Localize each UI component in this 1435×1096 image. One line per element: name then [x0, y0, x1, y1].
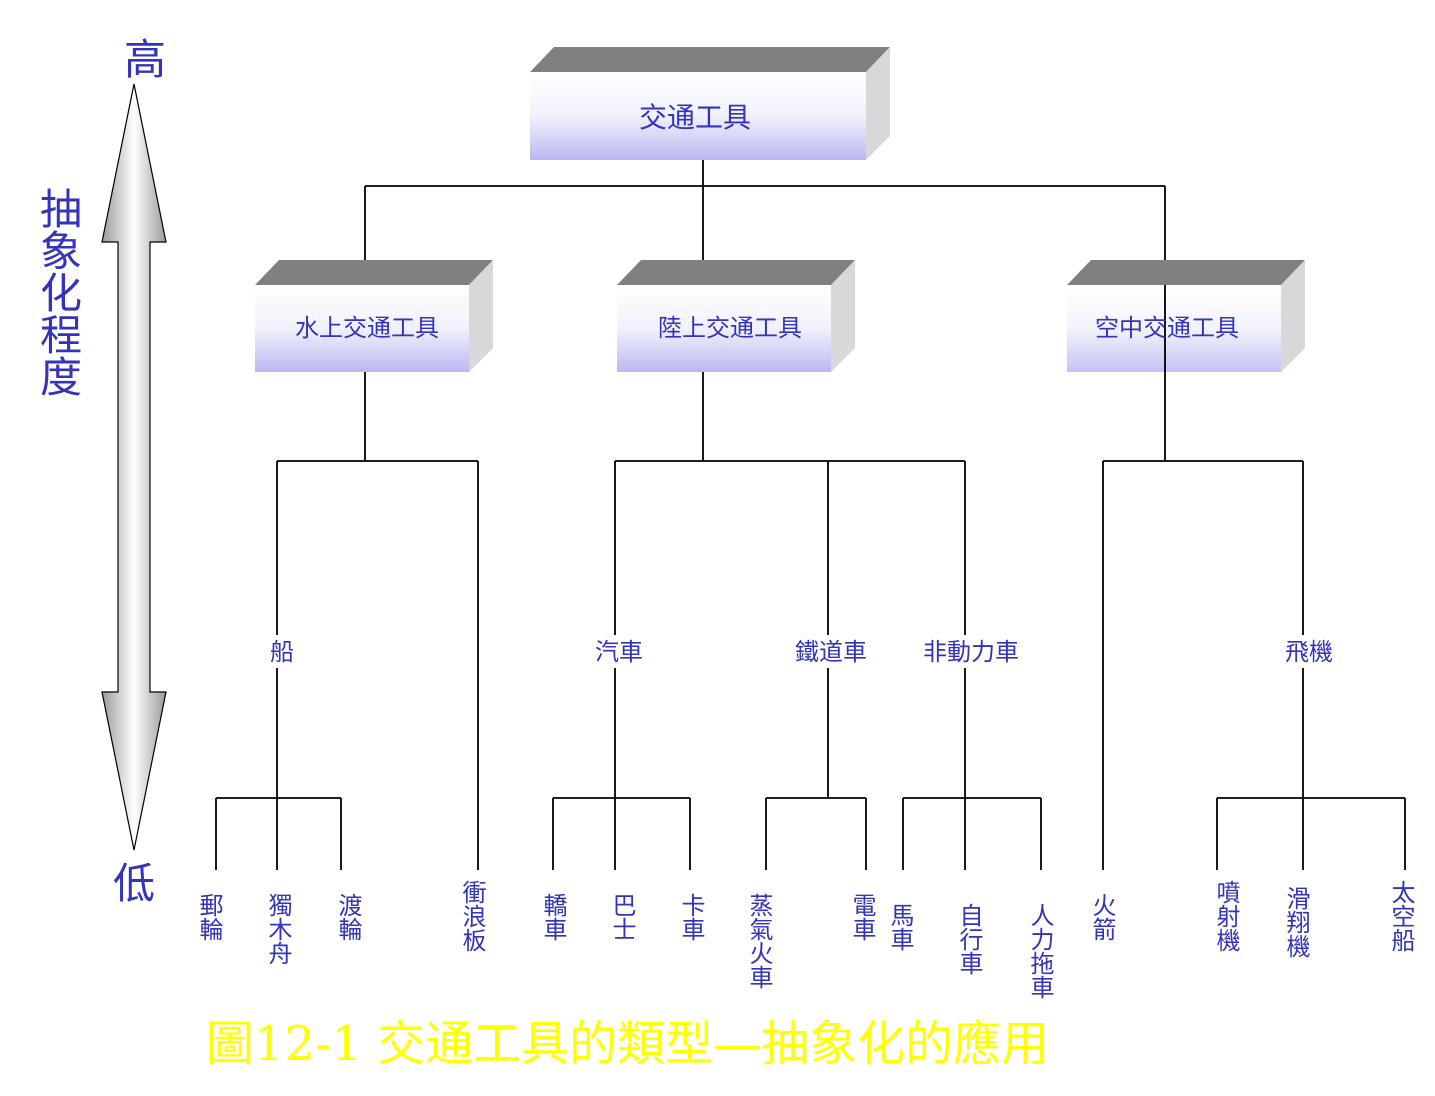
leaf-steam-train: 蒸氣火車 — [745, 893, 773, 989]
leaf-rocket: 火箭 — [1088, 893, 1116, 941]
leaf-cruise-ship: 郵輪 — [195, 893, 223, 941]
category-label-land: 陸上交通工具 — [658, 314, 802, 342]
leaf-spaceship: 太空船 — [1387, 880, 1415, 952]
leaf-horse-carriage: 馬車 — [886, 903, 914, 951]
subcategory-ship: 船 — [270, 638, 294, 666]
category-box-land: 陸上交通工具 — [617, 260, 855, 372]
subcategory-unpowered: 非動力車 — [923, 638, 1019, 666]
connector-lines — [215, 160, 1406, 870]
figure-caption: 圖12-1 交通工具的類型—抽象化的應用 — [206, 1016, 1049, 1072]
axis-title: 抽象化程度 — [34, 187, 83, 397]
leaf-tram: 電車 — [848, 893, 876, 941]
subcategory-car: 汽車 — [595, 638, 643, 666]
leaf-bicycle: 自行車 — [955, 903, 983, 975]
leaf-canoe: 獨木舟 — [264, 893, 292, 965]
category-box-water: 水上交通工具 — [255, 260, 493, 372]
leaf-ferry: 渡輪 — [334, 893, 362, 941]
axis-low-label: 低 — [113, 859, 155, 908]
leaf-truck: 卡車 — [677, 893, 705, 941]
leaf-surfboard: 衝浪板 — [458, 880, 486, 952]
leaf-jet: 噴射機 — [1212, 880, 1240, 952]
category-label-air: 空中交通工具 — [1095, 314, 1239, 342]
subcategory-airplane: 飛機 — [1285, 638, 1333, 666]
abstraction-arrow — [101, 83, 167, 851]
category-label-water: 水上交通工具 — [295, 314, 439, 342]
root-box: 交通工具 — [530, 47, 890, 160]
subcategory-railway: 鐵道車 — [795, 638, 867, 666]
leaf-rickshaw: 人力拖車 — [1026, 903, 1054, 999]
leaf-sedan: 轎車 — [539, 893, 567, 941]
root-label: 交通工具 — [639, 101, 751, 134]
leaf-bus: 巴士 — [608, 893, 636, 941]
category-box-air: 空中交通工具 — [1067, 260, 1305, 372]
leaf-glider: 滑翔機 — [1282, 886, 1310, 958]
axis-high-label: 高 — [124, 35, 166, 84]
